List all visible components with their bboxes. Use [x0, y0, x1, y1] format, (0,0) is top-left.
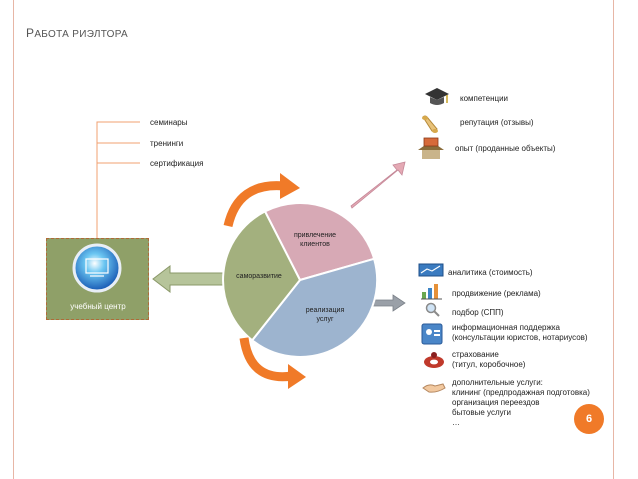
wedge-label-attract: привлечение клиентов: [293, 232, 337, 248]
bottom-item-analytics: аналитика (стоимость): [448, 268, 533, 277]
bottom-item-insurance: страхование (титул, коробочное): [452, 350, 526, 369]
slide-title: РАБОТА РИЭЛТОРА: [26, 26, 128, 40]
arrow-to-training: [152, 264, 227, 294]
training-bracket: [96, 121, 140, 238]
bottom-item-info-support: информационная поддержка (консультации ю…: [452, 323, 588, 342]
bottom-item-selection: подбор (СПП): [452, 308, 504, 317]
slide-border-right: [613, 0, 614, 479]
graduation-cap-icon: [425, 88, 449, 105]
training-item-trainings: тренинги: [150, 139, 184, 148]
wedge-sales: [250, 257, 379, 358]
cycle-arrow-top: [223, 173, 300, 228]
bottom-item-promotion: продвижение (реклама): [452, 289, 541, 298]
house-sale-icon: [418, 137, 444, 159]
life-buoy-icon: [424, 352, 444, 368]
slide-title-capital: Р: [26, 26, 35, 40]
training-item-seminars: семинары: [150, 118, 188, 127]
slide-title-rest: АБОТА РИЭЛТОРА: [34, 29, 129, 40]
magnifier-icon: [425, 302, 440, 317]
arrow-to-services: [372, 294, 406, 312]
arrow-to-reputation: [350, 161, 406, 209]
wedge-label-self: саморазвитие: [236, 273, 282, 280]
wedge-self: [222, 210, 302, 342]
training-item-certification: сертификация: [150, 159, 204, 168]
top-item-competence: компетенции: [460, 94, 509, 103]
training-globe-icon: [72, 243, 122, 293]
training-center-label: учебный центр: [70, 302, 126, 311]
slide-border-left: [13, 0, 14, 479]
cycle-arrow-bottom: [239, 337, 306, 389]
chart-monitor-icon: [418, 263, 444, 277]
top-item-experience: опыт (проданные объекты): [455, 144, 556, 153]
wedge-label-sales: реализация услуг: [305, 307, 345, 323]
handshake-icon: [422, 383, 446, 393]
page-number-badge: 6: [574, 404, 604, 434]
wedge-attract: [263, 201, 376, 282]
bar-chart-icon: [421, 284, 442, 300]
bottom-item-additional: дополнительные услуги: клининг (предпрод…: [452, 378, 590, 427]
id-card-icon: [421, 323, 443, 345]
top-item-reputation: репутация (отзывы): [460, 118, 534, 127]
scroll-icon: [422, 115, 438, 133]
